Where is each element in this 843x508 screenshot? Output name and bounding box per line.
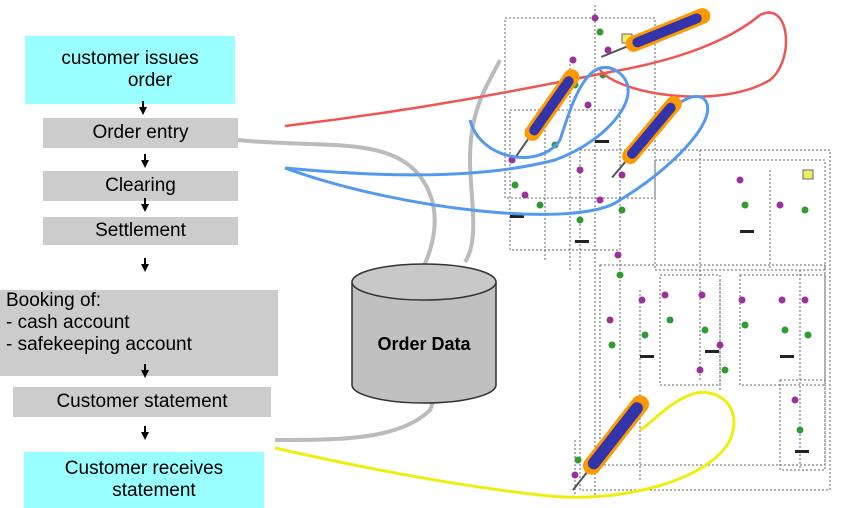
probe-wire-blue bbox=[284, 66, 630, 177]
step-label-line2: - cash account bbox=[6, 312, 130, 333]
probe-wire-blue-2 bbox=[284, 94, 710, 216]
step-label-line2: order bbox=[127, 70, 173, 91]
data-link-from-network bbox=[463, 59, 502, 264]
probe-thermometer-icon-red bbox=[600, 8, 711, 58]
step-order-entry: Order entry bbox=[43, 118, 238, 148]
probe-thermometer-icon-yellow bbox=[572, 395, 650, 491]
probe-thermometer-icon-blue-1 bbox=[515, 69, 580, 157]
step-label-line1: Customer receives bbox=[64, 458, 224, 479]
flow-arrow-1 bbox=[139, 101, 147, 115]
process-network-nodes bbox=[508, 14, 814, 479]
data-link-order-entry bbox=[237, 138, 437, 271]
step-customer-issues-order: customer issues order bbox=[25, 36, 235, 104]
step-customer-receives-statement: Customer receives statement bbox=[24, 452, 264, 508]
step-label-line1: customer issues bbox=[61, 48, 199, 69]
database-cylinder-icon bbox=[351, 263, 497, 404]
step-settlement: Settlement bbox=[43, 217, 238, 245]
step-label-line2: statement bbox=[112, 480, 196, 501]
step-label-line3: - safekeeping account bbox=[6, 334, 192, 355]
flow-arrow-6 bbox=[141, 426, 149, 440]
probe-wire-red bbox=[284, 11, 788, 128]
flow-arrow-3 bbox=[141, 198, 149, 212]
step-clearing: Clearing bbox=[43, 171, 238, 201]
step-booking: Booking of: - cash account - safekeeping… bbox=[0, 290, 278, 376]
flow-arrow-5 bbox=[141, 364, 149, 378]
flow-arrow-2 bbox=[141, 154, 149, 168]
step-label: Customer statement bbox=[56, 391, 228, 412]
flow-arrow-4 bbox=[141, 258, 149, 272]
process-network-graphic bbox=[504, 5, 831, 500]
step-label-line1: Booking of: bbox=[6, 290, 102, 311]
probe-wire-yellow bbox=[274, 390, 736, 499]
step-customer-statement: Customer statement bbox=[13, 387, 271, 417]
step-label: Clearing bbox=[105, 175, 176, 196]
database-label: Order Data bbox=[377, 334, 471, 354]
step-label: Settlement bbox=[95, 220, 186, 241]
probe-thermometer-icon-blue-2 bbox=[611, 95, 682, 179]
step-label: Order entry bbox=[92, 122, 189, 143]
